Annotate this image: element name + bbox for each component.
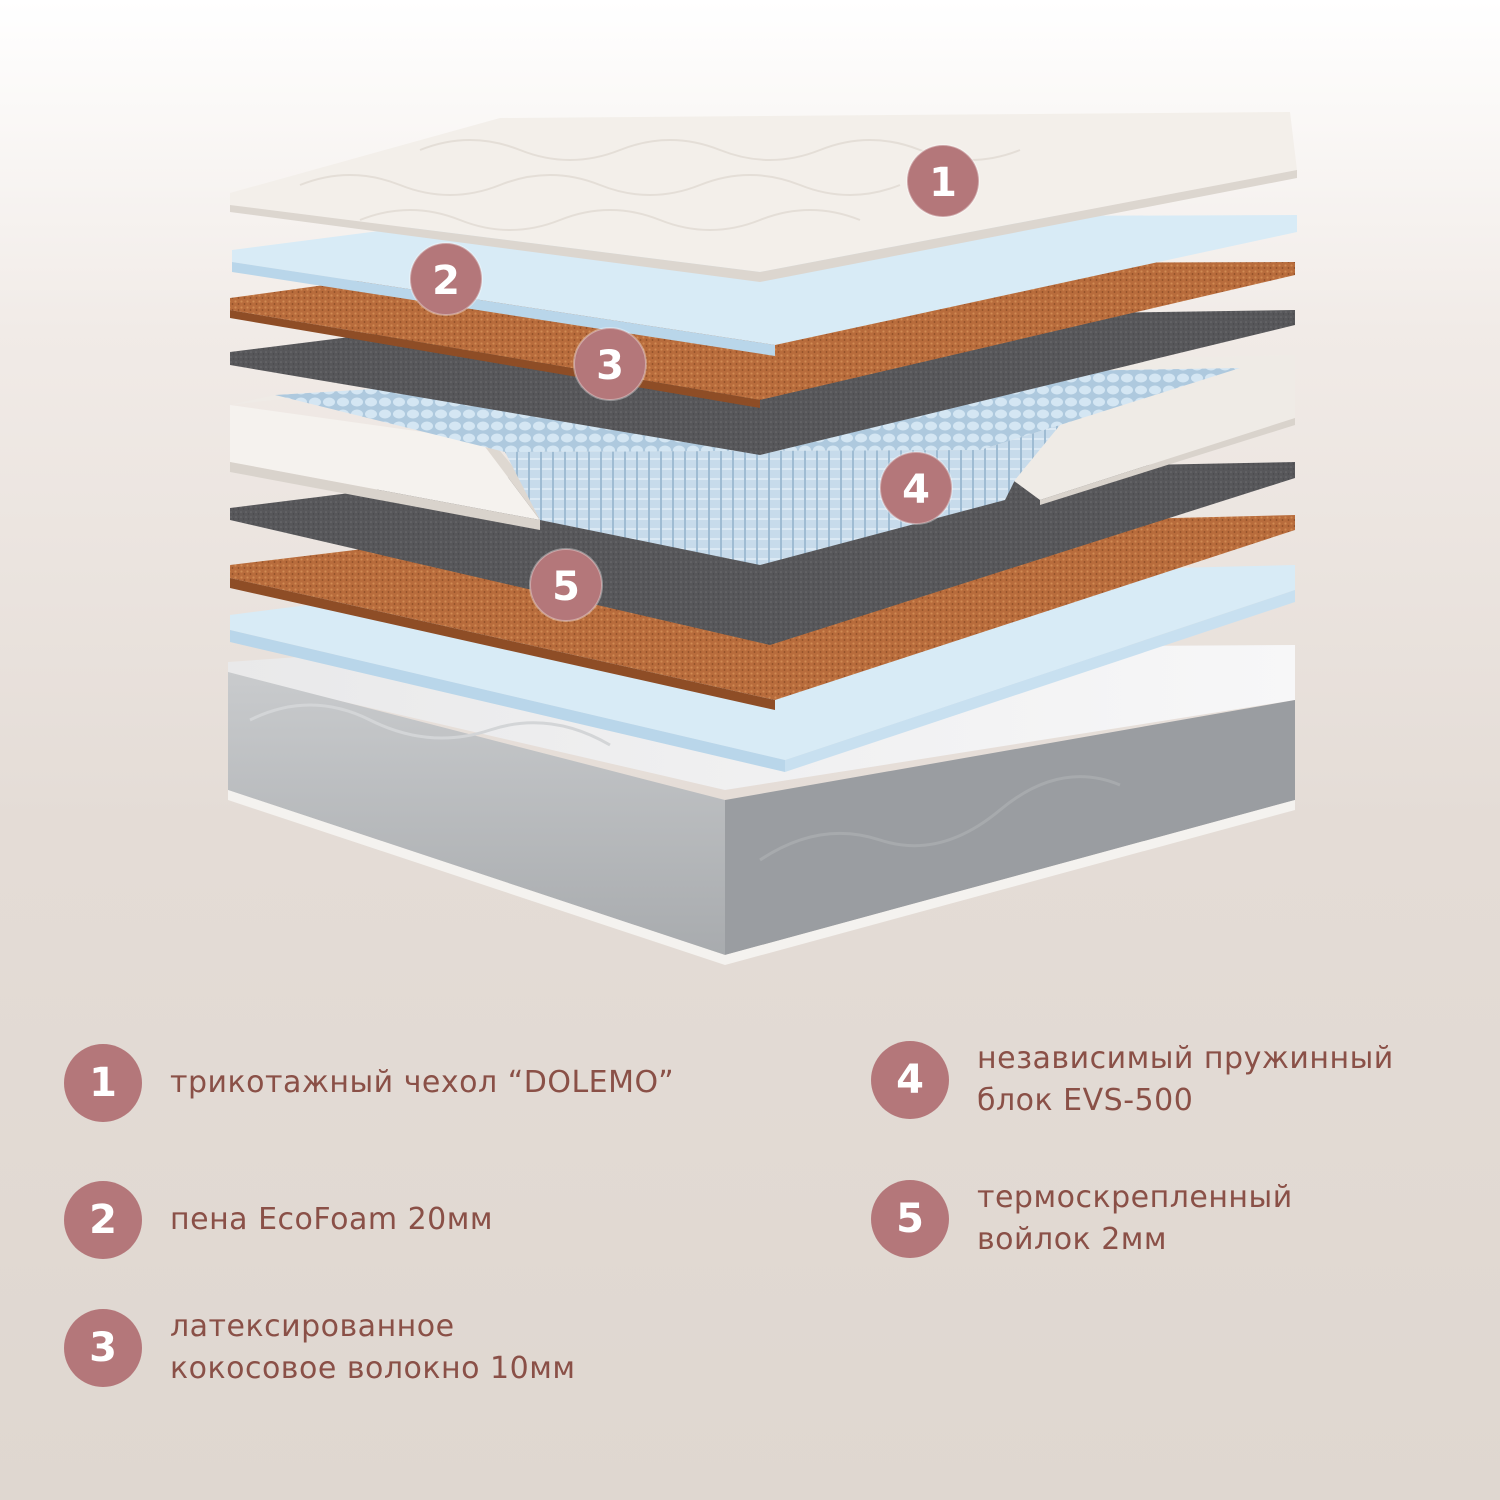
- spring-unit-frame: [230, 355, 1295, 530]
- legend-badge-2: 2: [64, 1181, 142, 1259]
- svg-text:5: 5: [552, 564, 580, 610]
- legend-3-line-1: латексированное: [170, 1309, 455, 1344]
- legend-text-4: независимый пружинный блок EVS-500: [977, 1038, 1394, 1122]
- legend-2-line-1: пена EcoFoam 20мм: [170, 1202, 494, 1237]
- legend-badge-4: 4: [871, 1041, 949, 1119]
- legend-4-line-1: независимый пружинный: [977, 1041, 1394, 1076]
- legend-1-line-1: трикотажный чехол “DOLEMO”: [170, 1065, 675, 1100]
- legend-text-2: пена EcoFoam 20мм: [170, 1199, 493, 1241]
- legend-badge-3: 3: [64, 1309, 142, 1387]
- marker-2: 2: [409, 242, 483, 316]
- svg-text:4: 4: [902, 467, 930, 513]
- legend-item-4: 4 независимый пружинный блок EVS-500: [871, 1038, 1394, 1122]
- legend-badge-5: 5: [871, 1180, 949, 1258]
- legend-5-line-2: войлок 2мм: [977, 1222, 1168, 1257]
- marker-4: 4: [879, 451, 953, 525]
- legend-3-line-2: кокосовое волокно 10мм: [170, 1351, 576, 1386]
- marker-1: 1: [906, 144, 980, 218]
- legend-4-line-2: блок EVS-500: [977, 1083, 1194, 1118]
- svg-text:1: 1: [929, 160, 957, 206]
- legend-item-3: 3 латексированное кокосовое волокно 10мм: [64, 1306, 575, 1390]
- svg-text:2: 2: [432, 258, 460, 304]
- legend-text-3: латексированное кокосовое волокно 10мм: [170, 1306, 575, 1390]
- mattress-layers-illustration: 1 2 3 4 5: [228, 112, 1297, 965]
- legend-item-5: 5 термоскрепленный войлок 2мм: [871, 1177, 1293, 1261]
- legend-text-1: трикотажный чехол “DOLEMO”: [170, 1062, 674, 1104]
- layer-quilted-cover: [230, 112, 1297, 282]
- legend-item-2: 2 пена EcoFoam 20мм: [64, 1181, 493, 1259]
- marker-3: 3: [573, 327, 647, 401]
- marker-5: 5: [529, 548, 603, 622]
- legend-text-5: термоскрепленный войлок 2мм: [977, 1177, 1293, 1261]
- legend-badge-1: 1: [64, 1044, 142, 1122]
- legend-5-line-1: термоскрепленный: [977, 1180, 1293, 1215]
- svg-text:3: 3: [596, 343, 624, 389]
- legend-item-1: 1 трикотажный чехол “DOLEMO”: [64, 1044, 674, 1122]
